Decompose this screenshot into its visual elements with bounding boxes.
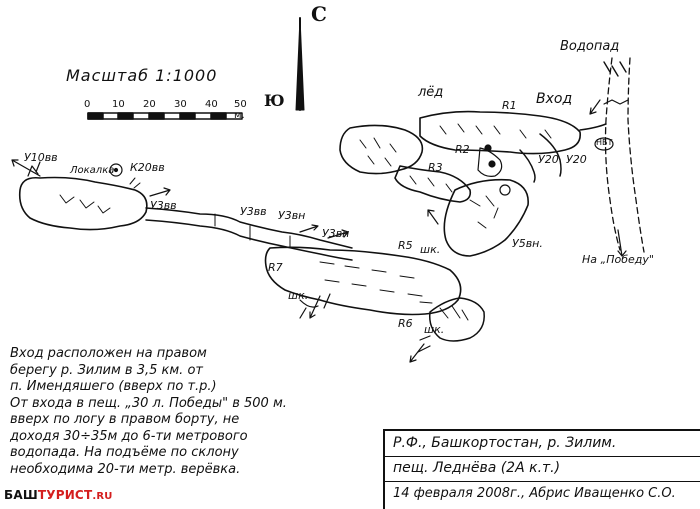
u20-label: У20 [538,153,559,166]
scale-tick: 20 [143,99,156,110]
north-label: С [311,2,327,26]
to-pobeda-label: На „Победу" [582,253,654,266]
u5-label: У5вн. [512,237,543,250]
title-divider [385,456,700,457]
scale-bar [87,112,243,120]
scale-tick: 50 м. [234,99,247,121]
north-arrow [295,17,305,111]
note-line: вверх по логу в правом борту, не [10,412,240,427]
ice-label: лёд [418,85,444,100]
u10-label: У10вв [24,151,58,164]
title-box: Р.Ф., Башкортостан, р. Зилим. пещ. Леднё… [383,429,700,509]
shk-label: шк. [420,243,441,256]
note-line: От входа в пещ. „30 л. Победы" в 500 м. [10,395,287,411]
u20-label: У20 [566,153,587,166]
title-divider [385,481,700,482]
site-logo: БАШТУРИСТ.RU [0,487,117,503]
surface-stream [603,57,645,253]
u3-label: У3вв [240,205,267,218]
cave-west-hall [18,161,148,231]
scale-tick: 0 [84,99,91,110]
title-date-author: 14 февраля 2008г., Абрис Иващенко С.О. [393,486,676,501]
u3-label: У3вн [322,227,350,240]
scale-tick: 10 [112,99,125,110]
cave-west-passage [145,207,353,261]
note-line: Вход расположен на правом [10,346,207,361]
direction-arrows [11,99,627,363]
logo-part: ТУРИСТ [37,488,93,502]
cave-south-branch [417,297,485,353]
description-note: Вход расположен на правом берегу р. Зили… [10,346,380,478]
logo-part: БАШ [4,488,38,502]
r1-label: R1 [502,99,517,112]
title-cave-name: пещ. Леднёва (2А к.т.) [393,460,561,476]
entrance-label: Вход [536,91,573,107]
title-location: Р.Ф., Башкортостан, р. Зилим. [393,435,617,451]
shk-label: шк. [424,323,445,336]
r6-label: R6 [398,317,413,330]
cave-upper-chambers [339,110,582,203]
note-line: водопада. На подъёме по склону [10,445,239,460]
waterfall-label: Водопад [560,39,620,54]
scale-title: Масштаб 1:1000 [66,66,218,85]
r2-label: R2 [455,143,470,156]
scale-tick: 30 [174,99,187,110]
u3-label: У3вв [150,199,177,212]
u3-label: У3вн [278,209,306,222]
r5-label: R5 [398,239,413,252]
cave-east-hall [443,178,529,257]
k20-label: К20вв [130,161,165,174]
shk-label: шк. [288,289,309,302]
note-line: необходима 20-ти метр. верёвка. [10,461,241,477]
note-line: п. Имендяшего (вверх по т.р.) [10,379,217,394]
nbt-label: НБТ [596,138,613,147]
logo-part: .RU [92,491,113,502]
r3-label: R3 [428,161,443,174]
scale-tick: 40 [205,99,218,110]
survey-markers [109,137,614,177]
south-label: Ю [264,91,285,110]
note-line: доходя 30÷35м до 6-ти метрового [10,428,248,444]
note-line: берегу р. Зилим в 3,5 км. от [10,362,203,378]
r7-label: R7 [268,261,283,274]
lokalka-label: Локалка [70,165,115,176]
cave-central-hall [264,246,462,319]
cave-entrance-passages [519,123,607,183]
